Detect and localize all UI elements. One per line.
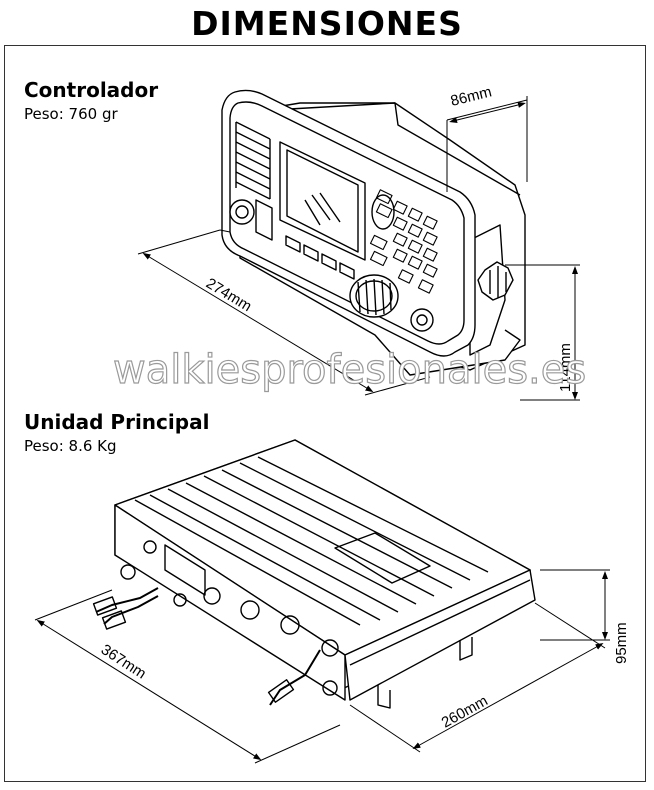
controller-height-label: 114mm <box>557 343 574 392</box>
controller-width-label: 274mm <box>203 275 255 315</box>
controller-weight: Peso: 760 gr <box>24 105 118 123</box>
main-unit-depth-label: 260mm <box>439 692 491 731</box>
controller-heading: Controlador <box>24 78 159 102</box>
main-unit-weight: Peso: 8.6 Kg <box>24 437 117 455</box>
main-unit-heading: Unidad Principal <box>24 410 210 434</box>
controller-dimension-lines <box>137 96 580 401</box>
main-unit-width-label: 367mm <box>98 641 149 683</box>
main-unit-height-label: 95mm <box>613 622 630 664</box>
diagram-frame <box>4 45 646 782</box>
controller-depth-label: 86mm <box>449 83 494 110</box>
main-unit-illustration <box>92 439 536 709</box>
watermark: walkiesprofesionales.es <box>113 347 586 393</box>
page-title: DIMENSIONES <box>191 4 463 43</box>
main-unit-dimension-lines <box>34 569 610 764</box>
controller-illustration <box>221 89 526 376</box>
